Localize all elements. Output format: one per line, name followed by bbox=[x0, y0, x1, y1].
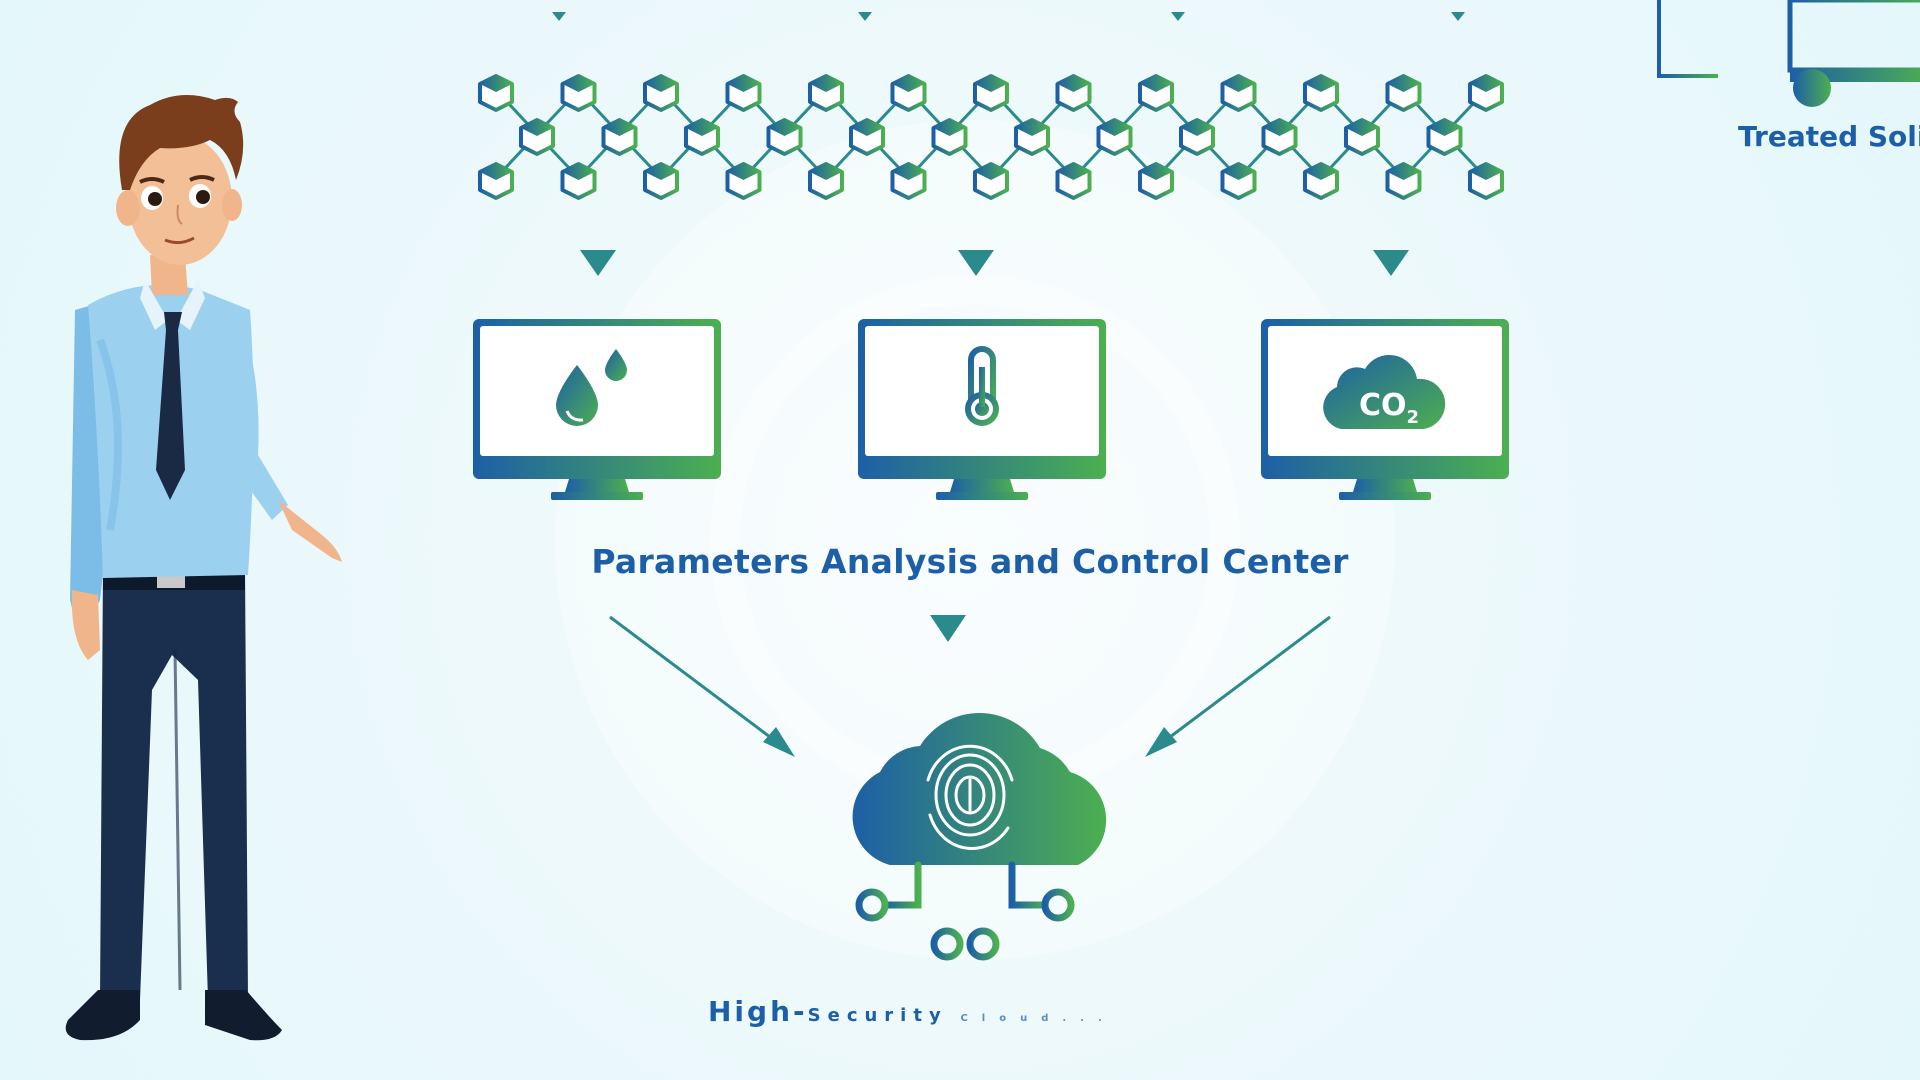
block-cube-icon bbox=[973, 74, 1009, 112]
left-shoe bbox=[65, 990, 140, 1041]
thermometer-icon bbox=[965, 346, 999, 426]
block-cube-icon bbox=[1468, 162, 1504, 200]
treated-solids-label: Treated Soli bbox=[1738, 120, 1920, 153]
monitor-co2: CO2 bbox=[1261, 319, 1509, 500]
block-cube-icon bbox=[478, 74, 514, 112]
block-cube-icon bbox=[1303, 162, 1339, 200]
block-cube-icon bbox=[560, 74, 597, 112]
security-label-fade: Cloud... bbox=[960, 1013, 1116, 1024]
block-cube-icon bbox=[766, 118, 803, 156]
right-shoe bbox=[205, 990, 282, 1041]
block-cube-icon bbox=[1468, 74, 1504, 112]
control-center-title: Parameters Analysis and Control Center bbox=[591, 542, 1349, 581]
block-cube-icon bbox=[1220, 162, 1257, 200]
block-cube-icon bbox=[601, 118, 638, 156]
block-cube-icon bbox=[643, 162, 679, 200]
block-cube-icon bbox=[1220, 74, 1257, 112]
top-arrows bbox=[552, 12, 1465, 21]
block-cube-icon bbox=[1055, 162, 1092, 200]
block-cube-icon bbox=[1261, 118, 1298, 156]
pants bbox=[100, 568, 248, 1000]
necktie bbox=[156, 312, 185, 500]
block-cube-icon bbox=[931, 118, 968, 156]
blockchain-network bbox=[478, 74, 1504, 200]
background-glow bbox=[555, 120, 1395, 960]
block-cube-icon bbox=[643, 74, 679, 112]
block-cube-icon bbox=[1344, 118, 1380, 156]
block-cube-icon bbox=[1014, 118, 1050, 156]
co2-cloud-icon: CO2 bbox=[1323, 354, 1446, 429]
block-cube-icon bbox=[849, 118, 885, 156]
block-cube-icon bbox=[1055, 74, 1092, 112]
hair bbox=[119, 95, 244, 190]
block-cube-icon bbox=[1179, 118, 1215, 156]
block-cube-icon bbox=[725, 162, 762, 200]
block-cube-icon bbox=[890, 74, 927, 112]
fingerprint-cloud-icon bbox=[852, 713, 1107, 961]
block-cube-icon bbox=[519, 118, 555, 156]
treated-solids-machine bbox=[1657, 0, 1920, 107]
monitor-humidity bbox=[473, 319, 721, 500]
co2-label: CO2 bbox=[1359, 388, 1419, 428]
block-cube-icon bbox=[890, 162, 927, 200]
block-cube-icon bbox=[808, 74, 844, 112]
block-cube-icon bbox=[560, 162, 597, 200]
block-cube-icon bbox=[1138, 162, 1174, 200]
block-cube-icon bbox=[1385, 162, 1422, 200]
flow-arrows bbox=[609, 615, 1331, 757]
block-cube-icon bbox=[1385, 74, 1422, 112]
monitor-temperature bbox=[858, 319, 1106, 500]
block-cube-icon bbox=[1426, 118, 1463, 156]
block-cube-icon bbox=[1138, 74, 1174, 112]
block-cube-icon bbox=[1096, 118, 1133, 156]
high-security-cloud-label: High-Security Cloud... bbox=[708, 995, 1116, 1028]
network-arrows bbox=[580, 250, 1409, 276]
block-cube-icon bbox=[973, 162, 1009, 200]
water-drops-icon bbox=[556, 349, 627, 426]
block-cube-icon bbox=[1303, 74, 1339, 112]
block-cube-icon bbox=[684, 118, 720, 156]
security-label-trail: Security bbox=[807, 1005, 948, 1026]
presenter-character bbox=[65, 95, 342, 1041]
security-label-main: High- bbox=[708, 995, 808, 1028]
block-cube-icon bbox=[478, 162, 514, 200]
block-cube-icon bbox=[808, 162, 844, 200]
block-cube-icon bbox=[725, 74, 762, 112]
